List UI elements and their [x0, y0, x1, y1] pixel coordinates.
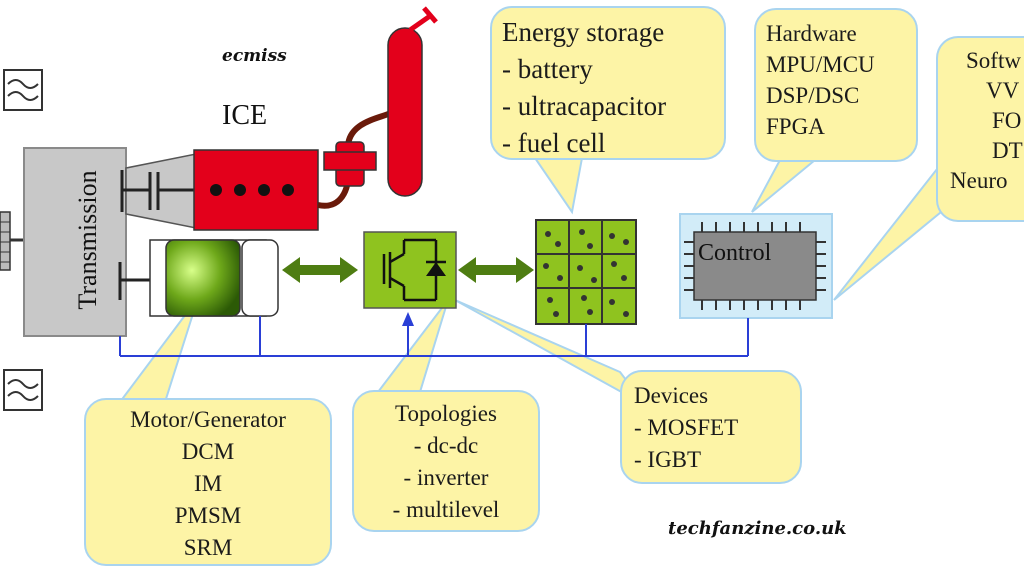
energy-storage-unit [535, 219, 637, 325]
energy-storage-callout: Energy storage - battery - ultracapacito… [490, 6, 726, 160]
energy-storage-item: - battery [502, 54, 593, 84]
software-item: FO [992, 108, 1022, 133]
topologies-callout: Topologies - dc-dc - inverter - multilev… [352, 390, 540, 532]
motor-shaft [118, 262, 152, 300]
devices-item: - MOSFET [634, 415, 739, 440]
devices-title: Devices [634, 383, 709, 408]
engine-cylinders [210, 184, 294, 196]
watermark-top: ecmiss [222, 46, 287, 66]
hardware-item: FPGA [766, 114, 825, 139]
power-converter [363, 231, 457, 309]
motor-generator-item: DCM [181, 439, 235, 464]
control-bus [119, 316, 749, 357]
hardware-callout: Hardware MPU/MCU DSP/DSC FPGA [754, 8, 918, 162]
power-flow-arrow-converter-storage [458, 257, 534, 283]
topologies-item: - dc-dc [413, 433, 479, 458]
motor-generator-title: Motor/Generator [130, 407, 286, 432]
topologies-title: Topologies [395, 401, 497, 426]
wheel-symbol-top [3, 69, 43, 111]
watermark-bottom: techfanzine.co.uk [668, 518, 847, 539]
energy-storage-title: Energy storage [502, 17, 665, 47]
motor-generator-item: PMSM [174, 503, 242, 528]
topologies-callout-pointer [375, 299, 449, 393]
engine-label: ICE [222, 100, 268, 131]
fuel-injector [323, 141, 377, 187]
hardware-item: MPU/MCU [766, 52, 875, 77]
wheel-symbol-bottom [3, 369, 43, 411]
software-item: Neuro [950, 168, 1008, 193]
transmission-label: Transmission [73, 170, 102, 310]
transmission-block [23, 147, 127, 337]
control-signal-arrowhead [402, 312, 414, 326]
clutch-symbol [120, 170, 196, 212]
power-flow-arrow-motor-converter [282, 257, 358, 283]
devices-item: - IGBT [634, 447, 702, 472]
software-callout: Softw VV FO DT Neuro [936, 36, 1024, 222]
energy-storage-item: - fuel cell [502, 128, 606, 158]
motor-generator-item: SRM [183, 535, 233, 560]
energy-storage-callout-pointer [533, 157, 584, 215]
topologies-item: - multilevel [392, 497, 500, 522]
software-item: DT [992, 138, 1023, 163]
hardware-callout-pointer [751, 159, 818, 213]
hardware-item: DSP/DSC [766, 83, 860, 108]
control-label: Control [698, 240, 772, 266]
topologies-item: - inverter [403, 465, 489, 490]
fuel-tank [387, 6, 438, 197]
motor-rotor [165, 239, 241, 317]
software-item: VV [986, 78, 1020, 103]
motor-generator-item: IM [193, 471, 223, 496]
energy-storage-item: - ultracapacitor [502, 91, 667, 121]
motor-generator-callout: Motor/Generator DCM IM PMSM SRM [84, 398, 332, 566]
devices-callout: Devices - MOSFET - IGBT [620, 370, 802, 484]
control-chip [679, 213, 833, 319]
hardware-title: Hardware [766, 21, 857, 46]
motor-endcap [241, 239, 279, 317]
axle-gear [0, 211, 24, 271]
software-title: Softw [966, 48, 1021, 73]
